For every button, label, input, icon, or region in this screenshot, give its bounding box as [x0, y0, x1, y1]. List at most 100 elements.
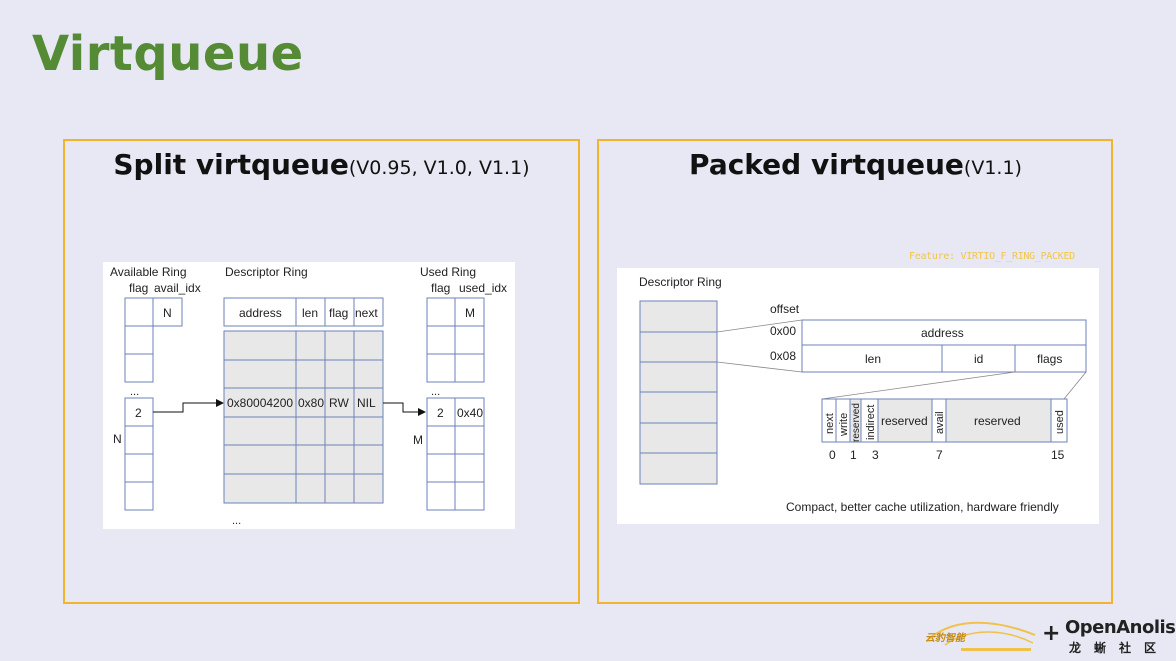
used-ring-cell [426, 325, 456, 355]
packed-desc-slot [639, 452, 718, 485]
avail-side-label: N [113, 432, 122, 446]
desc-to-used-arrow [383, 402, 426, 416]
used-entry-len: 0x40 [457, 406, 483, 420]
desc-header-flag-text: flag [329, 306, 348, 320]
used-ring-cell [454, 425, 485, 455]
bit-used-cell [1050, 398, 1068, 443]
used-col-used-idx: used_idx [459, 281, 507, 295]
avail-entry-value: 2 [135, 406, 142, 420]
packed-title-main: Packed virtqueue [689, 148, 964, 181]
field-address: address [921, 326, 964, 340]
split-title-main: Split virtqueue [113, 148, 349, 181]
bit-avail: avail [934, 411, 946, 434]
used-ring-cell [454, 453, 485, 483]
desc-header-flag [324, 297, 355, 327]
feature-note: Feature: VIRTIO_F_RING_PACKED [909, 251, 1075, 262]
bit-used: used [1054, 410, 1066, 434]
avail-col-flag: flag [129, 281, 148, 295]
desc-header-next-text: next [355, 306, 378, 320]
offset-0x08: 0x08 [770, 349, 796, 363]
used-col-flag: flag [431, 281, 450, 295]
bit-reserved-small: reserved [851, 403, 862, 442]
openanolis-logo: OpenAnolis [1065, 617, 1176, 638]
field-len: len [865, 352, 881, 366]
packed-virtqueue-panel [597, 139, 1113, 604]
field-id: id [974, 352, 983, 366]
bit-position-15: 15 [1051, 448, 1065, 462]
used-ring-cell [454, 481, 485, 511]
bit-next: next [824, 413, 836, 434]
avail-ring-cell [124, 353, 154, 383]
packed-desc-slot [639, 361, 718, 393]
used-ring-cell [454, 325, 485, 355]
descriptor-ring-label: Descriptor Ring [225, 265, 308, 279]
yunbao-logo-swoosh [928, 621, 1036, 651]
avail-ellipsis: ... [130, 386, 139, 398]
bit-position-1: 1 [850, 448, 857, 462]
avail-ring-cell [124, 325, 154, 355]
split-virtqueue-panel [63, 139, 580, 604]
desc-header-address [223, 297, 297, 327]
used-ring-label: Used Ring [420, 265, 476, 279]
split-title-versions: (V0.95, V1.0, V1.1) [348, 157, 530, 179]
packed-caption: Compact, better cache utilization, hardw… [786, 500, 1059, 514]
used-entry-id: 2 [437, 406, 444, 420]
bit-indirect: indirect [865, 405, 877, 440]
packed-desc-slot [639, 300, 718, 333]
split-panel-title: Split virtqueue(V0.95, V1.0, V1.1) [63, 148, 580, 181]
field-len-cell [801, 344, 943, 373]
used-ring-cell [426, 453, 456, 483]
packed-desc-slot [639, 422, 718, 454]
offset-label: offset [770, 302, 800, 316]
slide-title: Virtqueue [32, 26, 304, 82]
field-flags-cell [1014, 344, 1087, 373]
bit-position-0: 0 [829, 448, 836, 462]
used-flag-cell [426, 297, 456, 327]
used-ring-cell [426, 425, 456, 455]
bit-write: write [838, 413, 850, 437]
avail-ring-cell [124, 481, 154, 511]
offset-0x00: 0x00 [770, 324, 796, 338]
split-ring-diagram: Available Ring flag avail_idx N ... 2 N … [103, 262, 515, 529]
packed-descriptor-ring-label: Descriptor Ring [639, 275, 722, 289]
desc-entry-flag: RW [329, 396, 349, 410]
bit-reserved-big-cell [945, 398, 1052, 443]
avail-idx-value: N [163, 306, 172, 320]
bit-position-7: 7 [936, 448, 943, 462]
avail-ring-cell [124, 453, 154, 483]
packed-desc-slot [639, 331, 718, 363]
yunbao-logo-text: 云豹智能 [925, 633, 965, 644]
desc-entry-address: 0x80004200 [227, 396, 293, 410]
used-ring-cell [454, 353, 485, 383]
avail-idx-cell [152, 297, 183, 327]
packed-title-versions: (V1.1) [963, 157, 1022, 179]
used-ring-cell [426, 397, 456, 427]
footer-logos: 云豹智能 + OpenAnolis 龙蜥社区 [925, 617, 1176, 657]
used-side-label: M [413, 433, 423, 447]
used-ring-cell [454, 397, 485, 427]
footer-plus: + [1042, 621, 1061, 646]
available-ring-label: Available Ring [110, 265, 187, 279]
desc-header-address-text: address [239, 306, 282, 320]
desc-entry-next: NIL [357, 396, 376, 410]
openanolis-logo-cn: 龙蜥社区 [1069, 641, 1170, 655]
desc-header-len-text: len [302, 306, 318, 320]
avail-ring-cell [124, 425, 154, 455]
avail-flag-cell [124, 297, 154, 327]
desc-ellipsis: ... [232, 515, 241, 527]
bit-reserved-big: reserved [974, 414, 1021, 428]
bit-reserved-mid-cell [877, 398, 933, 443]
avail-to-desc-arrow [153, 399, 224, 413]
packed-ring-diagram: Descriptor Ring offset 0x00 0x08 address… [617, 268, 1099, 524]
bit-position-3: 3 [872, 448, 879, 462]
packed-panel-title: Packed virtqueue(V1.1) [597, 148, 1114, 181]
used-idx-cell [454, 297, 485, 327]
packed-desc-slot [639, 391, 718, 424]
avail-col-avail-idx: avail_idx [154, 281, 201, 295]
desc-entry-len: 0x80 [298, 396, 324, 410]
used-ring-cell [426, 353, 456, 383]
field-id-cell [941, 344, 1016, 373]
used-ellipsis: ... [431, 386, 440, 398]
field-flags: flags [1037, 352, 1062, 366]
used-ring-cell [426, 481, 456, 511]
